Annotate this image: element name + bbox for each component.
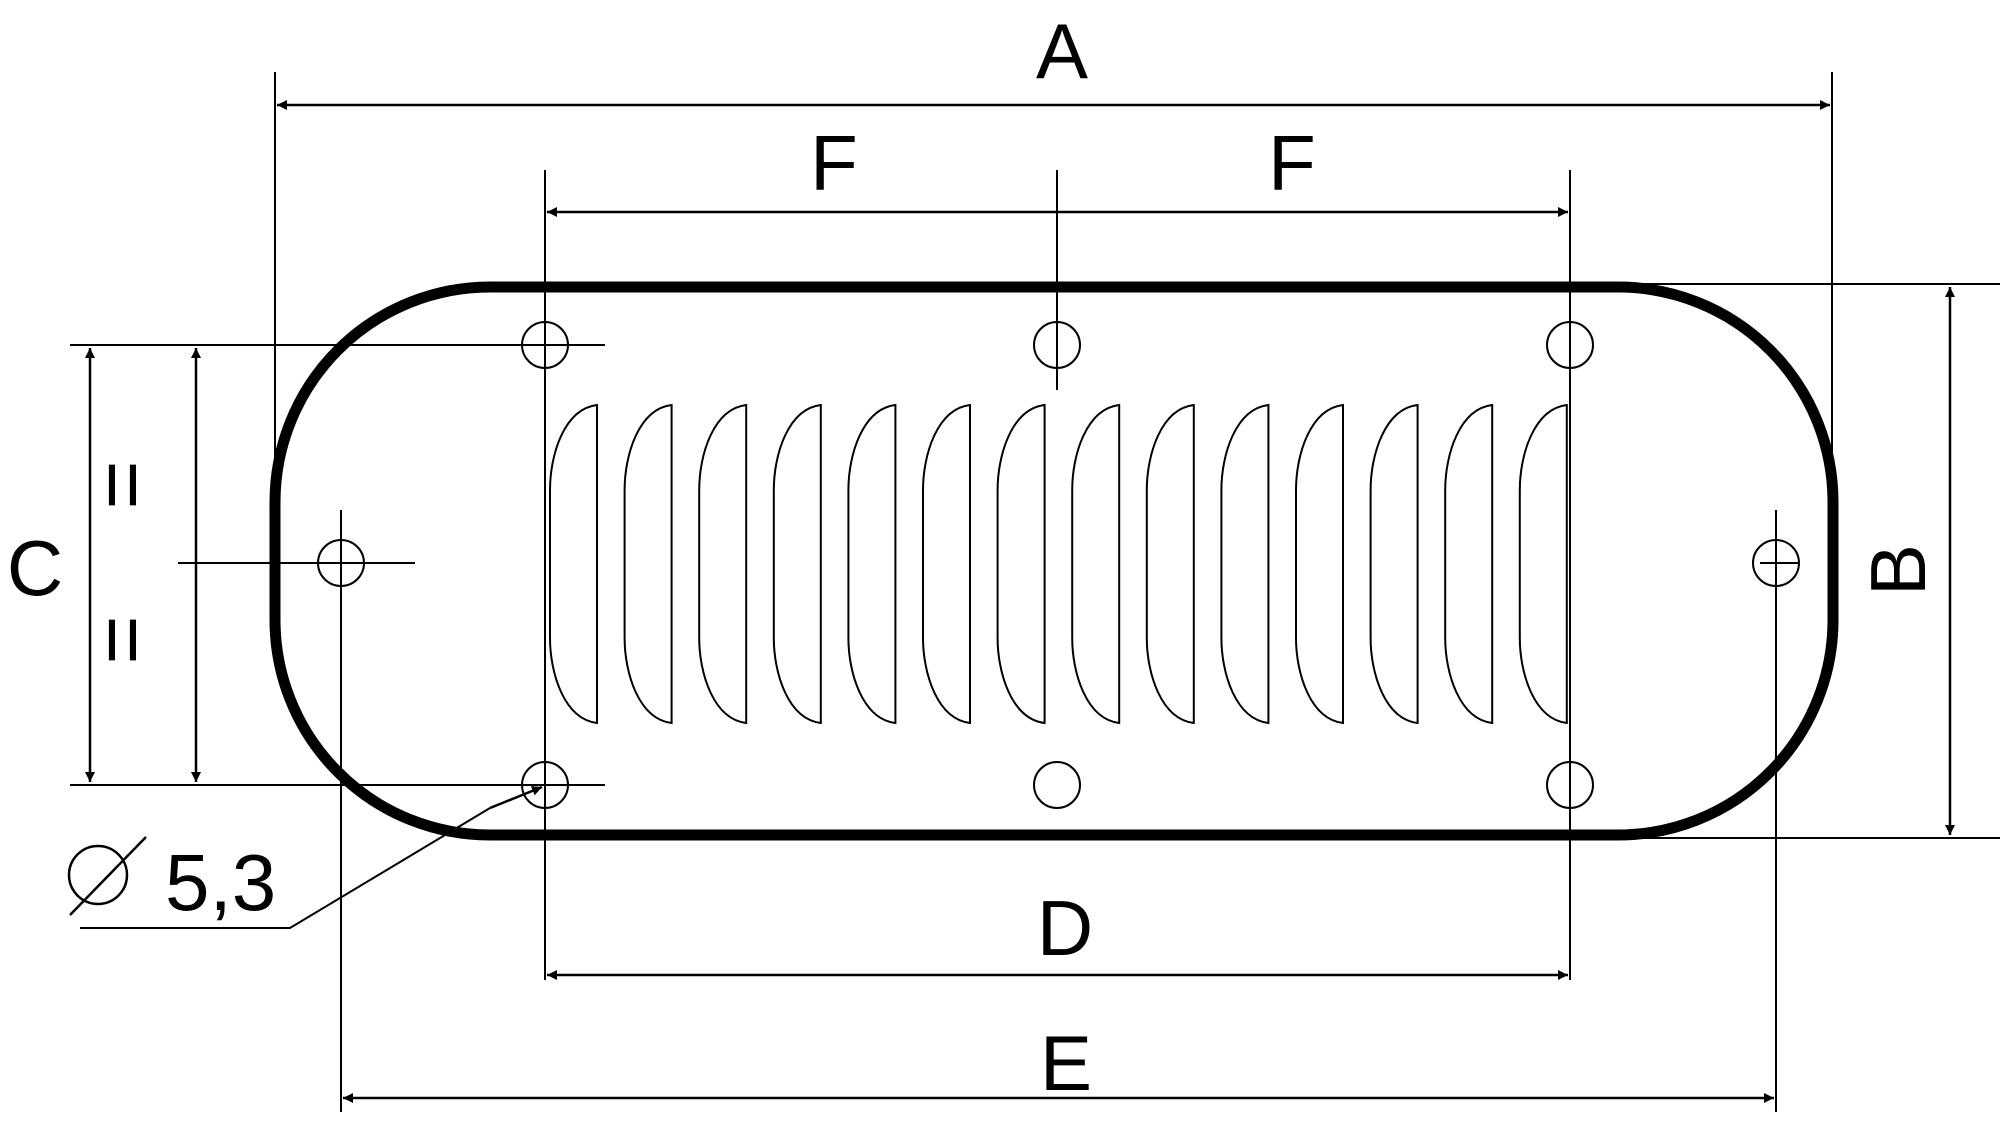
louver-slot [772,403,822,725]
dimension-lines [85,100,1955,1103]
louver-slot [1518,403,1568,725]
plate-outline [269,281,1839,841]
louver-slot [1295,403,1344,725]
louver-slot [1220,403,1270,725]
label-a: A [1036,7,1088,95]
label-equal-lower: = [74,615,168,664]
louver-slots [549,403,1568,725]
louver-slot [1369,403,1419,725]
louver-slot [549,403,598,725]
label-e: E [1040,1019,1092,1107]
louver-slot [1145,403,1195,725]
louver-slot [1071,403,1121,725]
louver-slot [996,403,1046,725]
diameter-icon [67,836,147,916]
hole-diameter-value: 5,3 [165,838,276,927]
hole-center-lines [70,170,1800,1112]
label-d: D [1037,884,1093,972]
louver-slot [847,403,897,725]
label-f-right: F [1268,119,1316,207]
diameter-leader [80,785,543,929]
label-f-left: F [810,119,858,207]
louver-slot [623,403,673,725]
mounting-holes [317,321,1800,809]
label-c: C [7,524,63,612]
mounting-hole-bottom-center [1033,761,1081,809]
louver-slot [698,403,748,725]
louver-slot [922,403,971,725]
extension-lines [274,72,2000,839]
louver-slot [1444,403,1494,725]
label-equal-upper: = [74,460,168,509]
label-b: B [1854,544,1942,596]
